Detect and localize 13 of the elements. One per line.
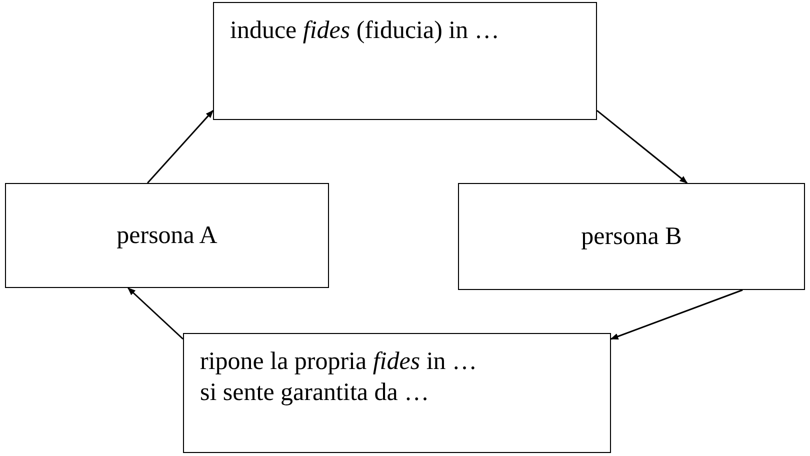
box-text: si sente garantita da … [200, 378, 430, 408]
box-text: induce fides (fiducia) in … [230, 16, 500, 46]
box-text: persona A [116, 220, 218, 251]
arrow [610, 289, 743, 340]
arrow [147, 110, 214, 184]
box-text: ripone la propria fides in … [200, 347, 478, 377]
arrow [128, 287, 184, 340]
arrow [596, 110, 688, 184]
box-text: persona B [581, 222, 682, 252]
text-box [5, 183, 329, 288]
text-box [458, 183, 805, 290]
text-box [183, 333, 611, 453]
text-box [213, 2, 597, 120]
